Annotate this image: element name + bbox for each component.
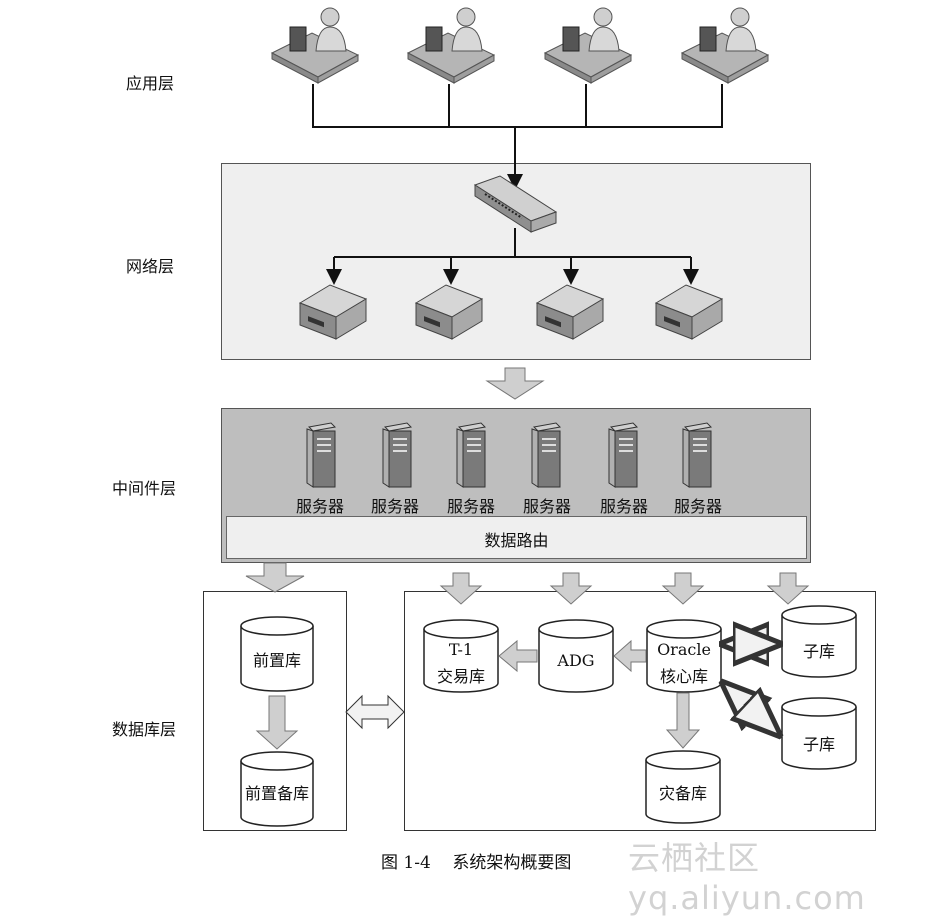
database-cylinder-icon: [240, 616, 314, 692]
user-workstation-icon: [543, 7, 633, 84]
sub-db-label: 子库: [802, 642, 835, 661]
network-device-icon: [414, 284, 484, 340]
t1-db-label-line2: 交易库: [436, 667, 485, 686]
disaster-db-label: 灾备库: [658, 784, 707, 803]
layer-label-database: 数据库层: [112, 720, 177, 739]
sub-db-label: 子库: [802, 735, 835, 754]
front-backup-db-label: 前置备库: [244, 784, 309, 803]
server-label: 服务器: [446, 497, 495, 516]
routing-bar: [226, 516, 807, 559]
flow-arrow-to-core: [661, 572, 705, 605]
layer-label-network: 网络层: [126, 257, 175, 276]
watermark: 云栖社区 yq.aliyun.com: [628, 839, 866, 917]
flow-arrow-front-to-backup: [255, 695, 299, 750]
flow-arrow-network-to-middleware: [485, 367, 545, 400]
server-tower-icon: [608, 422, 639, 488]
database-cylinder-icon: [646, 619, 722, 693]
network-bus: [326, 228, 699, 285]
adg-db-label: ADG: [557, 651, 595, 670]
flow-arrow-adg-to-t1: [498, 639, 538, 673]
server-tower-icon: [682, 422, 713, 488]
server-tower-icon: [531, 422, 562, 488]
flow-arrow-core-to-disaster: [665, 692, 701, 749]
database-cylinder-icon: [781, 697, 857, 770]
user-workstation-icon: [406, 7, 496, 84]
server-label: 服务器: [522, 497, 571, 516]
database-cylinder-icon: [240, 751, 314, 827]
network-device-icon: [535, 284, 605, 340]
database-cylinder-icon: [781, 605, 857, 678]
database-cylinder-icon: [423, 619, 499, 693]
network-device-icon: [654, 284, 724, 340]
server-tower-icon: [382, 422, 413, 488]
server-label: 服务器: [370, 497, 419, 516]
architecture-graphics: [240, 7, 857, 827]
layer-label-middleware: 中间件层: [112, 479, 177, 498]
flow-arrow-front-core-sync: [345, 694, 405, 730]
network-switch-icon: [473, 175, 558, 233]
flow-arrow-core-to-adg: [613, 639, 647, 673]
core-db-label-line2: 核心库: [659, 667, 708, 686]
database-cylinder-icon: [538, 619, 614, 693]
server-label: 服务器: [295, 497, 344, 516]
user-workstation-icon: [680, 7, 770, 84]
flow-arrow-to-t1: [439, 572, 483, 605]
layer-label-application: 应用层: [126, 74, 175, 93]
server-tower-icon: [306, 422, 337, 488]
server-tower-icon: [456, 422, 487, 488]
flow-arrow-core-sub2: [724, 684, 778, 734]
application-bus: [312, 84, 723, 190]
database-cylinder-icon: [645, 750, 721, 824]
flow-arrow-to-front-db: [245, 562, 305, 593]
data-routing-label: 数据路由: [484, 531, 549, 550]
network-device-icon: [298, 284, 368, 340]
user-workstation-icon: [270, 7, 360, 84]
server-label: 服务器: [599, 497, 648, 516]
flow-arrow-to-adg: [549, 572, 593, 605]
figure-caption: 图 1-4 系统架构概要图: [381, 853, 572, 873]
core-db-label-line1: Oracle: [657, 640, 711, 659]
front-db-label: 前置库: [252, 651, 301, 670]
t1-db-label-line1: T-1: [448, 640, 474, 659]
flow-arrow-to-sub: [766, 572, 810, 605]
server-label: 服务器: [673, 497, 722, 516]
